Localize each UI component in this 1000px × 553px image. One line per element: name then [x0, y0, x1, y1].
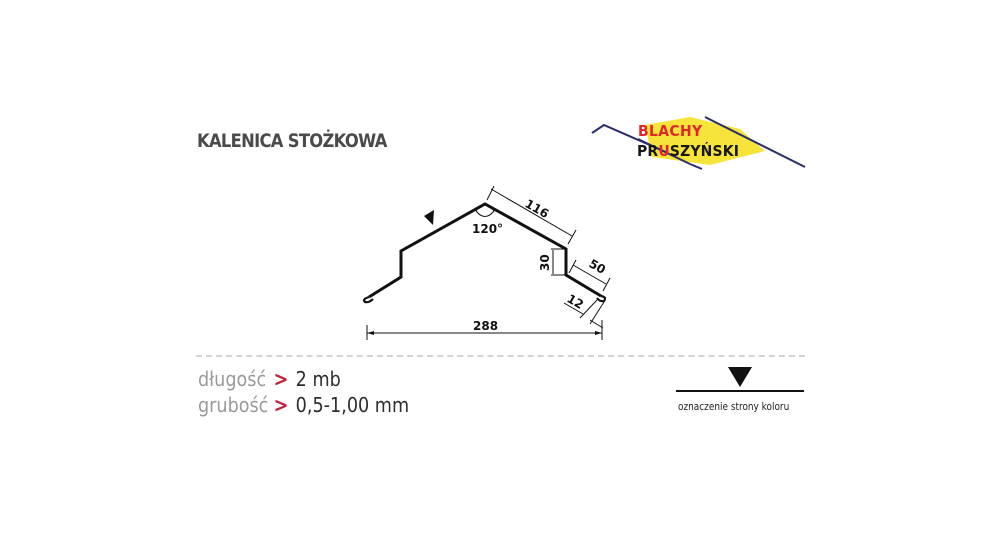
- chevron-right-icon: >: [273, 367, 289, 391]
- page-title: KALENICA STOŻKOWA: [197, 130, 387, 152]
- total-width-label: 288: [473, 319, 498, 333]
- flange-length-label: 50: [587, 256, 608, 276]
- triangle-down-icon: [728, 367, 752, 387]
- angle-label: 120°: [472, 222, 503, 236]
- spec-value: 0,5-1,00 mm: [295, 393, 410, 417]
- spec-value: 2 mb: [295, 367, 341, 391]
- surface-line: [676, 390, 804, 392]
- slope-length-label: 116: [523, 196, 552, 221]
- spec-length: długość>2 mb: [198, 367, 341, 391]
- spec-thickness: grubość>0,5-1,00 mm: [198, 393, 409, 417]
- hem-label: 12: [565, 291, 586, 311]
- divider: [196, 355, 805, 357]
- logo-line-2: PRUSZYŃSKI: [637, 142, 740, 160]
- color-side-marker-icon: [424, 210, 434, 225]
- color-side-label: oznaczenie strony koloru: [678, 401, 790, 413]
- spec-label: długość: [198, 367, 267, 391]
- logo-graphic-icon: [591, 116, 806, 170]
- drop-height-label: 30: [538, 254, 552, 271]
- spec-label: grubość: [198, 393, 269, 417]
- chevron-right-icon: >: [273, 393, 289, 417]
- logo-line-1: BLACHY: [638, 122, 703, 140]
- brand-logo: BLACHY PRUSZYŃSKI: [590, 115, 810, 175]
- color-side-legend: oznaczenie strony koloru: [676, 365, 804, 415]
